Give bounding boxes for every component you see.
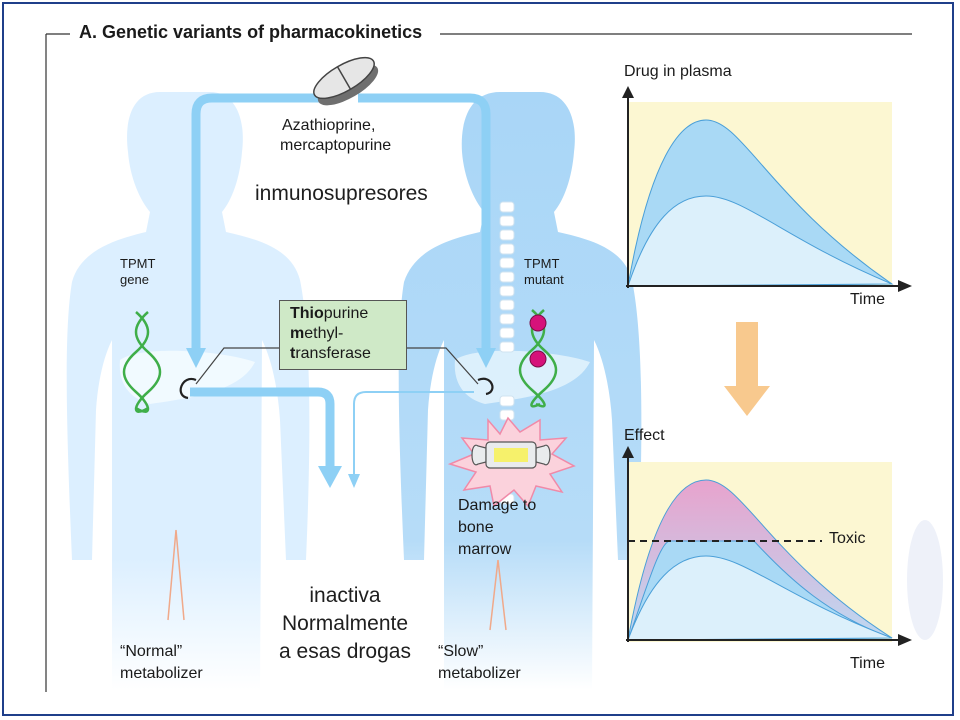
mutation-dot-2-icon <box>529 350 547 368</box>
enzyme-line1: Thiopurine <box>290 304 396 324</box>
effect-chart <box>622 446 912 646</box>
slow-gene-label-2: mutant <box>524 272 564 287</box>
slow-outflow-arrowhead <box>348 474 360 488</box>
normal-type-label-2: metabolizer <box>120 665 203 682</box>
enzyme-line1-rest: purine <box>323 305 369 322</box>
normal-gene-label-2: gene <box>120 272 149 287</box>
enzyme-box: Thiopurine methyl- transferase <box>279 300 407 370</box>
plasma-y-arrow <box>622 86 634 98</box>
drug-flow-arrows <box>191 93 491 350</box>
vertebra-icon <box>471 441 551 469</box>
enzyme-line3-rest: ransferase <box>295 345 371 362</box>
normal-leg-line <box>167 529 185 621</box>
slow-type-label-2: metabolizer <box>438 665 521 682</box>
mutation-dot-1-icon <box>529 314 547 332</box>
effect-chart-xlabel: Time <box>850 655 885 672</box>
plasma-curve-normal <box>627 195 893 287</box>
toxic-threshold-label: Toxic <box>829 530 866 547</box>
pill-icon <box>313 56 379 106</box>
slow-gene-label-1: TPMT <box>524 256 560 271</box>
effect-x-arrow <box>898 634 912 646</box>
damage-label-3: marrow <box>458 541 512 558</box>
slow-leg-line <box>489 559 507 631</box>
enzyme-line3: transferase <box>290 344 396 364</box>
effect-curve-normal <box>627 555 893 641</box>
drug-name-line1: Azathioprine, <box>282 117 376 134</box>
arrowhead-normal-liver <box>186 348 206 368</box>
enzyme-line3-bold: t <box>290 345 296 362</box>
effect-y-arrow <box>622 446 634 458</box>
chart-transition-arrow <box>724 322 770 416</box>
enzyme-pointer-normal <box>195 347 279 385</box>
drug-name-line2: mercaptopurine <box>280 137 392 154</box>
normal-liver <box>119 350 255 404</box>
enzyme-line1-bold: Thio <box>290 305 324 322</box>
enzyme-line2: methyl- <box>290 324 396 344</box>
annotation-inactiva-1: inactiva <box>309 584 381 607</box>
arrowhead-slow-liver <box>476 348 496 368</box>
plasma-chart-ylabel: Drug in plasma <box>624 63 732 80</box>
damage-label-1: Damage to <box>458 497 537 514</box>
normal-enzyme-clip-icon <box>179 377 197 400</box>
enzyme-pointer-slow <box>407 347 479 385</box>
decorative-swirl <box>907 520 943 640</box>
damage-label-2: bone <box>458 519 494 536</box>
slow-enzyme-clip-icon <box>477 377 494 396</box>
section-title: A. Genetic variants of pharmacokinetics <box>74 22 428 43</box>
annotation-inactiva-3: a esas drogas <box>279 640 411 663</box>
plasma-chart <box>622 86 912 292</box>
normal-gene-label-1: TPMT <box>120 256 156 271</box>
slow-outflow-arrow <box>353 391 474 476</box>
slow-dna-icon <box>518 309 558 408</box>
plasma-x-arrow <box>898 280 912 292</box>
plasma-chart-xlabel: Time <box>850 291 885 308</box>
annotation-inactiva-2: Normalmente <box>281 612 409 635</box>
normal-dna-icon <box>122 311 162 413</box>
normal-type-label-1: “Normal” <box>120 643 183 660</box>
enzyme-line2-rest: ethyl- <box>304 325 344 342</box>
normal-outflow-arrowhead <box>318 466 342 488</box>
slow-type-label-1: “Slow” <box>438 643 484 660</box>
effect-chart-ylabel: Effect <box>624 427 665 444</box>
enzyme-line2-bold: m <box>290 325 305 342</box>
annotation-inmunosupresores: inmunosupresores <box>255 182 428 205</box>
normal-outflow-arrow <box>190 387 335 470</box>
